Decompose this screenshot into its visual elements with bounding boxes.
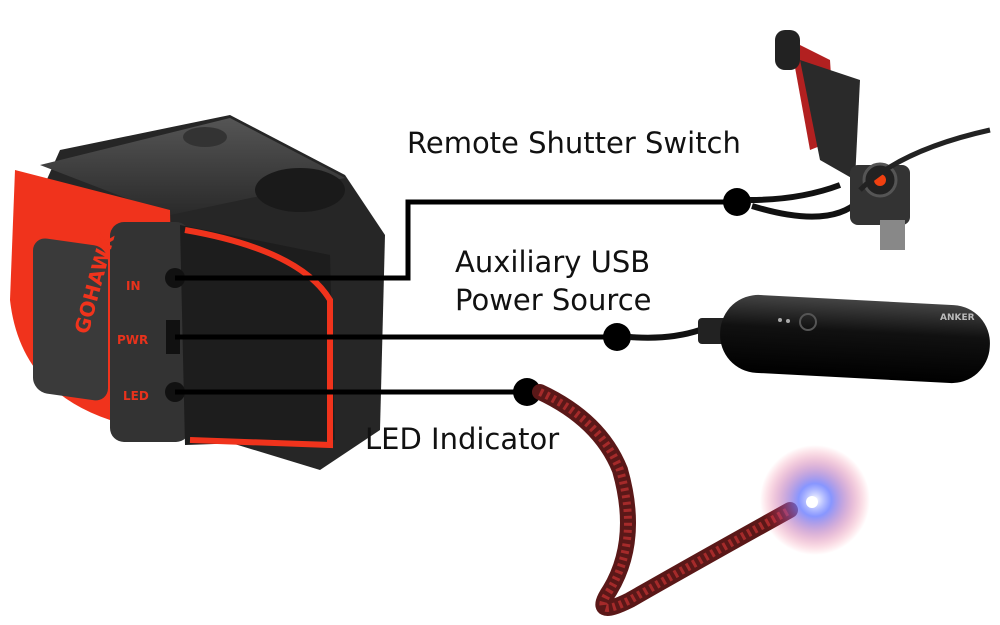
shutter-button <box>255 168 345 212</box>
led-indicator-cable <box>532 384 870 616</box>
remote-shutter-switch <box>749 30 991 250</box>
remote-shutter-line <box>175 199 737 281</box>
port-label-pwr: PWR <box>117 333 148 347</box>
usb-power-bank: ANKER <box>629 294 990 384</box>
connector-lines <box>175 199 737 395</box>
remote-shutter-dot <box>723 188 751 216</box>
callout-led-indicator: LED Indicator <box>365 422 560 456</box>
pwr-port <box>166 320 180 354</box>
port-label-led: LED <box>123 389 149 403</box>
usb-power-dot <box>603 323 631 351</box>
callout-usb-power-line1: Auxiliary USB <box>455 245 651 279</box>
callout-usb-power-line2: Power Source <box>455 283 652 317</box>
callout-remote-shutter: Remote Shutter Switch <box>407 126 741 160</box>
action-camera: GOHAWK IN PWR LED <box>10 115 385 470</box>
port-label-in: IN <box>126 279 141 293</box>
power-bank-brand: ANKER <box>940 313 975 323</box>
led-dot <box>513 378 541 406</box>
camera-screen <box>33 238 108 401</box>
